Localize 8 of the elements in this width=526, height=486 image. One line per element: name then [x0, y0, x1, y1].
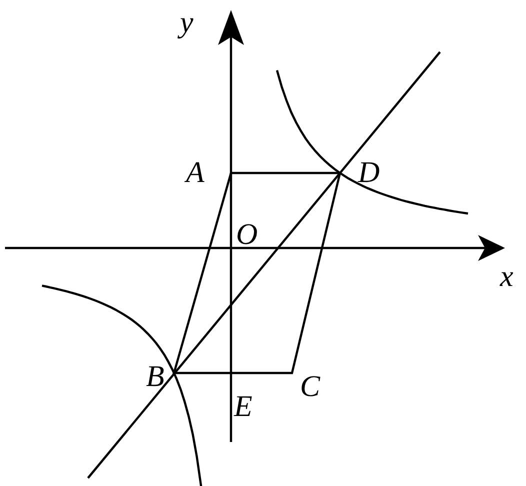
point-label: D: [358, 158, 380, 188]
point-label: O: [236, 220, 258, 250]
point-label: B: [146, 362, 164, 392]
point-label: E: [234, 392, 252, 422]
axis-label: x: [500, 262, 514, 292]
point-label: C: [300, 372, 320, 402]
point-label: A: [186, 158, 204, 188]
axis-label: y: [180, 8, 194, 38]
